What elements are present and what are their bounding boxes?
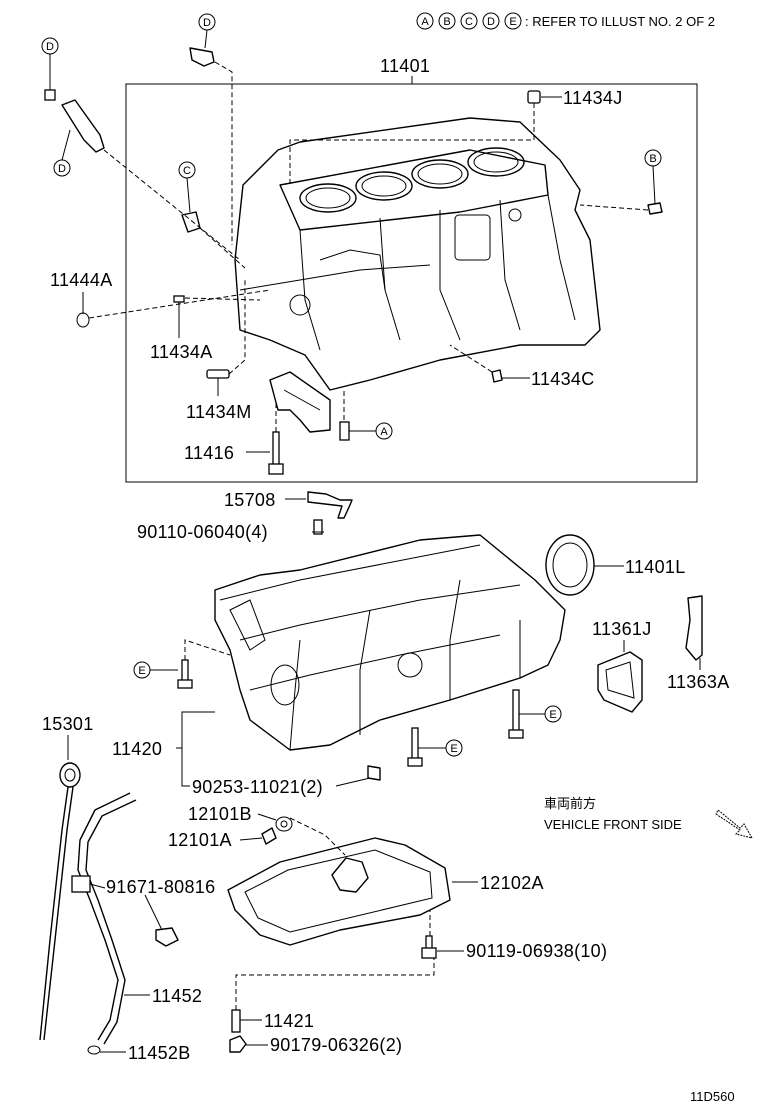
label-90110: 90110-06040(4) bbox=[137, 522, 268, 542]
part-11361J: 11361J bbox=[592, 619, 652, 713]
part-11434A: 11434A bbox=[150, 295, 261, 362]
part-90110: 90110-06040(4) bbox=[137, 519, 324, 542]
front-arrow-icon bbox=[715, 809, 754, 839]
refer-text: : REFER TO ILLUST NO. 2 OF 2 bbox=[525, 14, 715, 29]
legend-circle-e: E bbox=[509, 16, 516, 28]
label-12101B: 12101B bbox=[188, 804, 252, 824]
label-11434C: 11434C bbox=[531, 369, 595, 389]
callout-d-top: D bbox=[189, 13, 233, 245]
label-90119: 90119-06938(10) bbox=[466, 941, 607, 961]
label-91671: 91671-80816 bbox=[106, 877, 215, 897]
vehicle-front-indicator: 車両前方 VEHICLE FRONT SIDE bbox=[544, 796, 754, 839]
legend-circle-c: C bbox=[465, 16, 473, 28]
label-11434M: 11434M bbox=[186, 402, 252, 422]
label-11452: 11452 bbox=[152, 986, 202, 1006]
part-11416: 11416 bbox=[184, 400, 284, 475]
svg-text:D: D bbox=[58, 163, 66, 175]
callout-d-left: D D bbox=[41, 37, 241, 261]
svg-text:D: D bbox=[203, 17, 211, 29]
part-bearing-cap bbox=[269, 371, 331, 433]
svg-text:B: B bbox=[649, 153, 656, 165]
label-11434J: 11434J bbox=[563, 88, 623, 108]
label-11401: 11401 bbox=[380, 56, 430, 76]
part-12101B: 12101B bbox=[188, 804, 293, 832]
callout-b: B bbox=[579, 149, 663, 215]
label-15708: 15708 bbox=[224, 490, 276, 510]
svg-text:E: E bbox=[450, 743, 457, 755]
label-12101A: 12101A bbox=[168, 830, 232, 850]
legend-circle-b: B bbox=[443, 16, 450, 28]
part-11452-guide: 91671-80816 11452 11452B bbox=[71, 792, 215, 1063]
footer-code: 11D560 bbox=[690, 1089, 735, 1104]
cylinder-block-frame bbox=[125, 83, 698, 483]
front-en-text: VEHICLE FRONT SIDE bbox=[544, 817, 682, 832]
part-90119: 90119-06938(10) bbox=[421, 910, 607, 961]
part-11363A: 11363A bbox=[667, 595, 730, 692]
svg-text:C: C bbox=[183, 165, 191, 177]
label-11401L: 11401L bbox=[625, 557, 686, 577]
label-11363A: 11363A bbox=[667, 672, 730, 692]
part-11420: 11420 90253-11021(2) bbox=[112, 711, 381, 797]
part-12101A: 12101A bbox=[168, 817, 346, 856]
part-90179: 90179-06326(2) bbox=[229, 1035, 402, 1055]
label-15301: 15301 bbox=[42, 714, 94, 734]
svg-text:E: E bbox=[138, 665, 145, 677]
front-jp-text: 車両前方 bbox=[544, 796, 596, 811]
part-11434C: 11434C bbox=[449, 344, 595, 389]
part-15301-dipstick: 15301 bbox=[39, 714, 94, 1041]
label-11361J: 11361J bbox=[592, 619, 652, 639]
callout-e-left: E bbox=[133, 639, 231, 689]
part-12102A: 12102A bbox=[227, 837, 544, 946]
callout-e-mid: E bbox=[407, 727, 463, 767]
lower-crankcase-drawing bbox=[214, 534, 566, 751]
label-11421: 11421 bbox=[264, 1011, 314, 1031]
label-11420: 11420 bbox=[112, 739, 162, 759]
label-11444A: 11444A bbox=[50, 270, 113, 290]
label-11434A: 11434A bbox=[150, 342, 213, 362]
cylinder-block-drawing bbox=[234, 117, 601, 391]
label-12102A: 12102A bbox=[480, 873, 544, 893]
legend-circle-d: D bbox=[487, 16, 495, 28]
callout-a: A bbox=[339, 390, 393, 441]
part-11434M: 11434M bbox=[186, 280, 252, 422]
label-90253: 90253-11021(2) bbox=[192, 777, 323, 797]
legend-circle-a: A bbox=[421, 16, 429, 28]
svg-text:E: E bbox=[549, 709, 556, 721]
part-11434J: 11434J bbox=[289, 88, 623, 186]
svg-text:D: D bbox=[46, 41, 54, 53]
part-11421: 11421 bbox=[231, 958, 435, 1033]
part-15708: 15708 bbox=[224, 490, 353, 519]
header-legend: A B C D E : REFER TO ILLUST NO. 2 OF 2 bbox=[416, 12, 715, 30]
label-11452B: 11452B bbox=[128, 1043, 191, 1063]
label-90179: 90179-06326(2) bbox=[270, 1035, 402, 1055]
svg-text:A: A bbox=[380, 426, 388, 438]
callout-c: C bbox=[178, 161, 246, 269]
callout-e-right: E bbox=[508, 689, 562, 739]
part-11401L: 11401L bbox=[545, 534, 686, 596]
label-11416: 11416 bbox=[184, 443, 234, 463]
